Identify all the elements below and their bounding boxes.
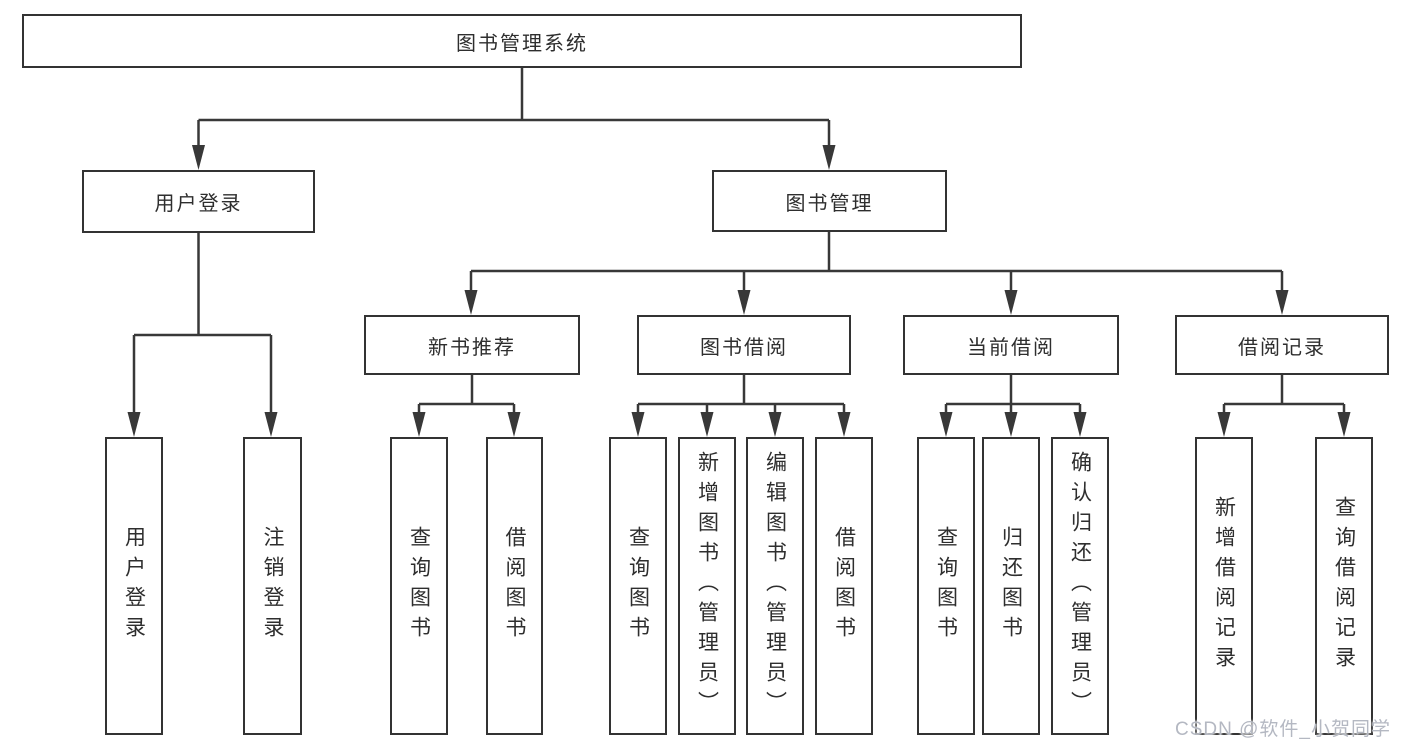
- node-book-management-label: 图书管理: [785, 192, 874, 215]
- leaf-current-query-books-label: 查询图书: [934, 526, 958, 646]
- leaf-add-books-admin: 新增图书（管理员）: [678, 437, 736, 735]
- leaf-add-books-admin-label: 新增图书（管理员）: [695, 451, 719, 721]
- leaf-edit-books-admin: 编辑图书（管理员）: [746, 437, 804, 735]
- node-root-system: 图书管理系统: [22, 14, 1022, 68]
- csdn-watermark: CSDN @软件_小贺同学: [1175, 719, 1391, 740]
- node-current-borrow-label: 当前借阅: [967, 336, 1055, 359]
- node-user-login: 用户登录: [82, 170, 315, 233]
- leaf-current-query-books: 查询图书: [917, 437, 975, 735]
- leaf-borrow-books: 借阅图书: [815, 437, 873, 735]
- leaf-user-login-label: 用户登录: [122, 526, 146, 646]
- leaf-recommend-borrow-books-label: 借阅图书: [503, 526, 527, 646]
- leaf-confirm-return-admin: 确认归还（管理员）: [1051, 437, 1109, 735]
- leaf-borrow-query-books: 查询图书: [609, 437, 667, 735]
- node-new-book-recommend-label: 新书推荐: [428, 336, 516, 359]
- leaf-logout-label: 注销登录: [261, 526, 285, 646]
- node-borrow-records-label: 借阅记录: [1238, 336, 1326, 359]
- leaf-recommend-borrow-books: 借阅图书: [486, 437, 543, 735]
- node-user-login-label: 用户登录: [154, 193, 243, 215]
- leaf-recommend-query-books: 查询图书: [390, 437, 448, 735]
- leaf-return-books-label: 归还图书: [999, 526, 1023, 646]
- node-new-book-recommend: 新书推荐: [364, 315, 580, 375]
- leaf-query-borrow-record: 查询借阅记录: [1315, 437, 1373, 735]
- leaf-return-books: 归还图书: [982, 437, 1040, 735]
- leaf-borrow-query-books-label: 查询图书: [626, 526, 650, 646]
- leaf-logout: 注销登录: [243, 437, 302, 735]
- leaf-user-login: 用户登录: [105, 437, 163, 735]
- node-current-borrow: 当前借阅: [903, 315, 1119, 375]
- arrowheads: [127, 145, 1351, 437]
- leaf-add-borrow-record: 新增借阅记录: [1195, 437, 1253, 735]
- node-root-label: 图书管理系统: [456, 32, 588, 55]
- leaf-add-borrow-record-label: 新增借阅记录: [1212, 496, 1236, 676]
- leaf-recommend-query-books-label: 查询图书: [407, 526, 431, 646]
- node-borrow-records: 借阅记录: [1175, 315, 1389, 375]
- node-book-management: 图书管理: [712, 170, 947, 232]
- leaf-edit-books-admin-label: 编辑图书（管理员）: [763, 451, 787, 721]
- node-book-borrow-label: 图书借阅: [700, 336, 788, 359]
- node-book-borrow: 图书借阅: [637, 315, 851, 375]
- leaf-confirm-return-admin-label: 确认归还（管理员）: [1068, 451, 1092, 721]
- leaf-query-borrow-record-label: 查询借阅记录: [1332, 496, 1356, 676]
- leaf-borrow-books-label: 借阅图书: [832, 526, 856, 646]
